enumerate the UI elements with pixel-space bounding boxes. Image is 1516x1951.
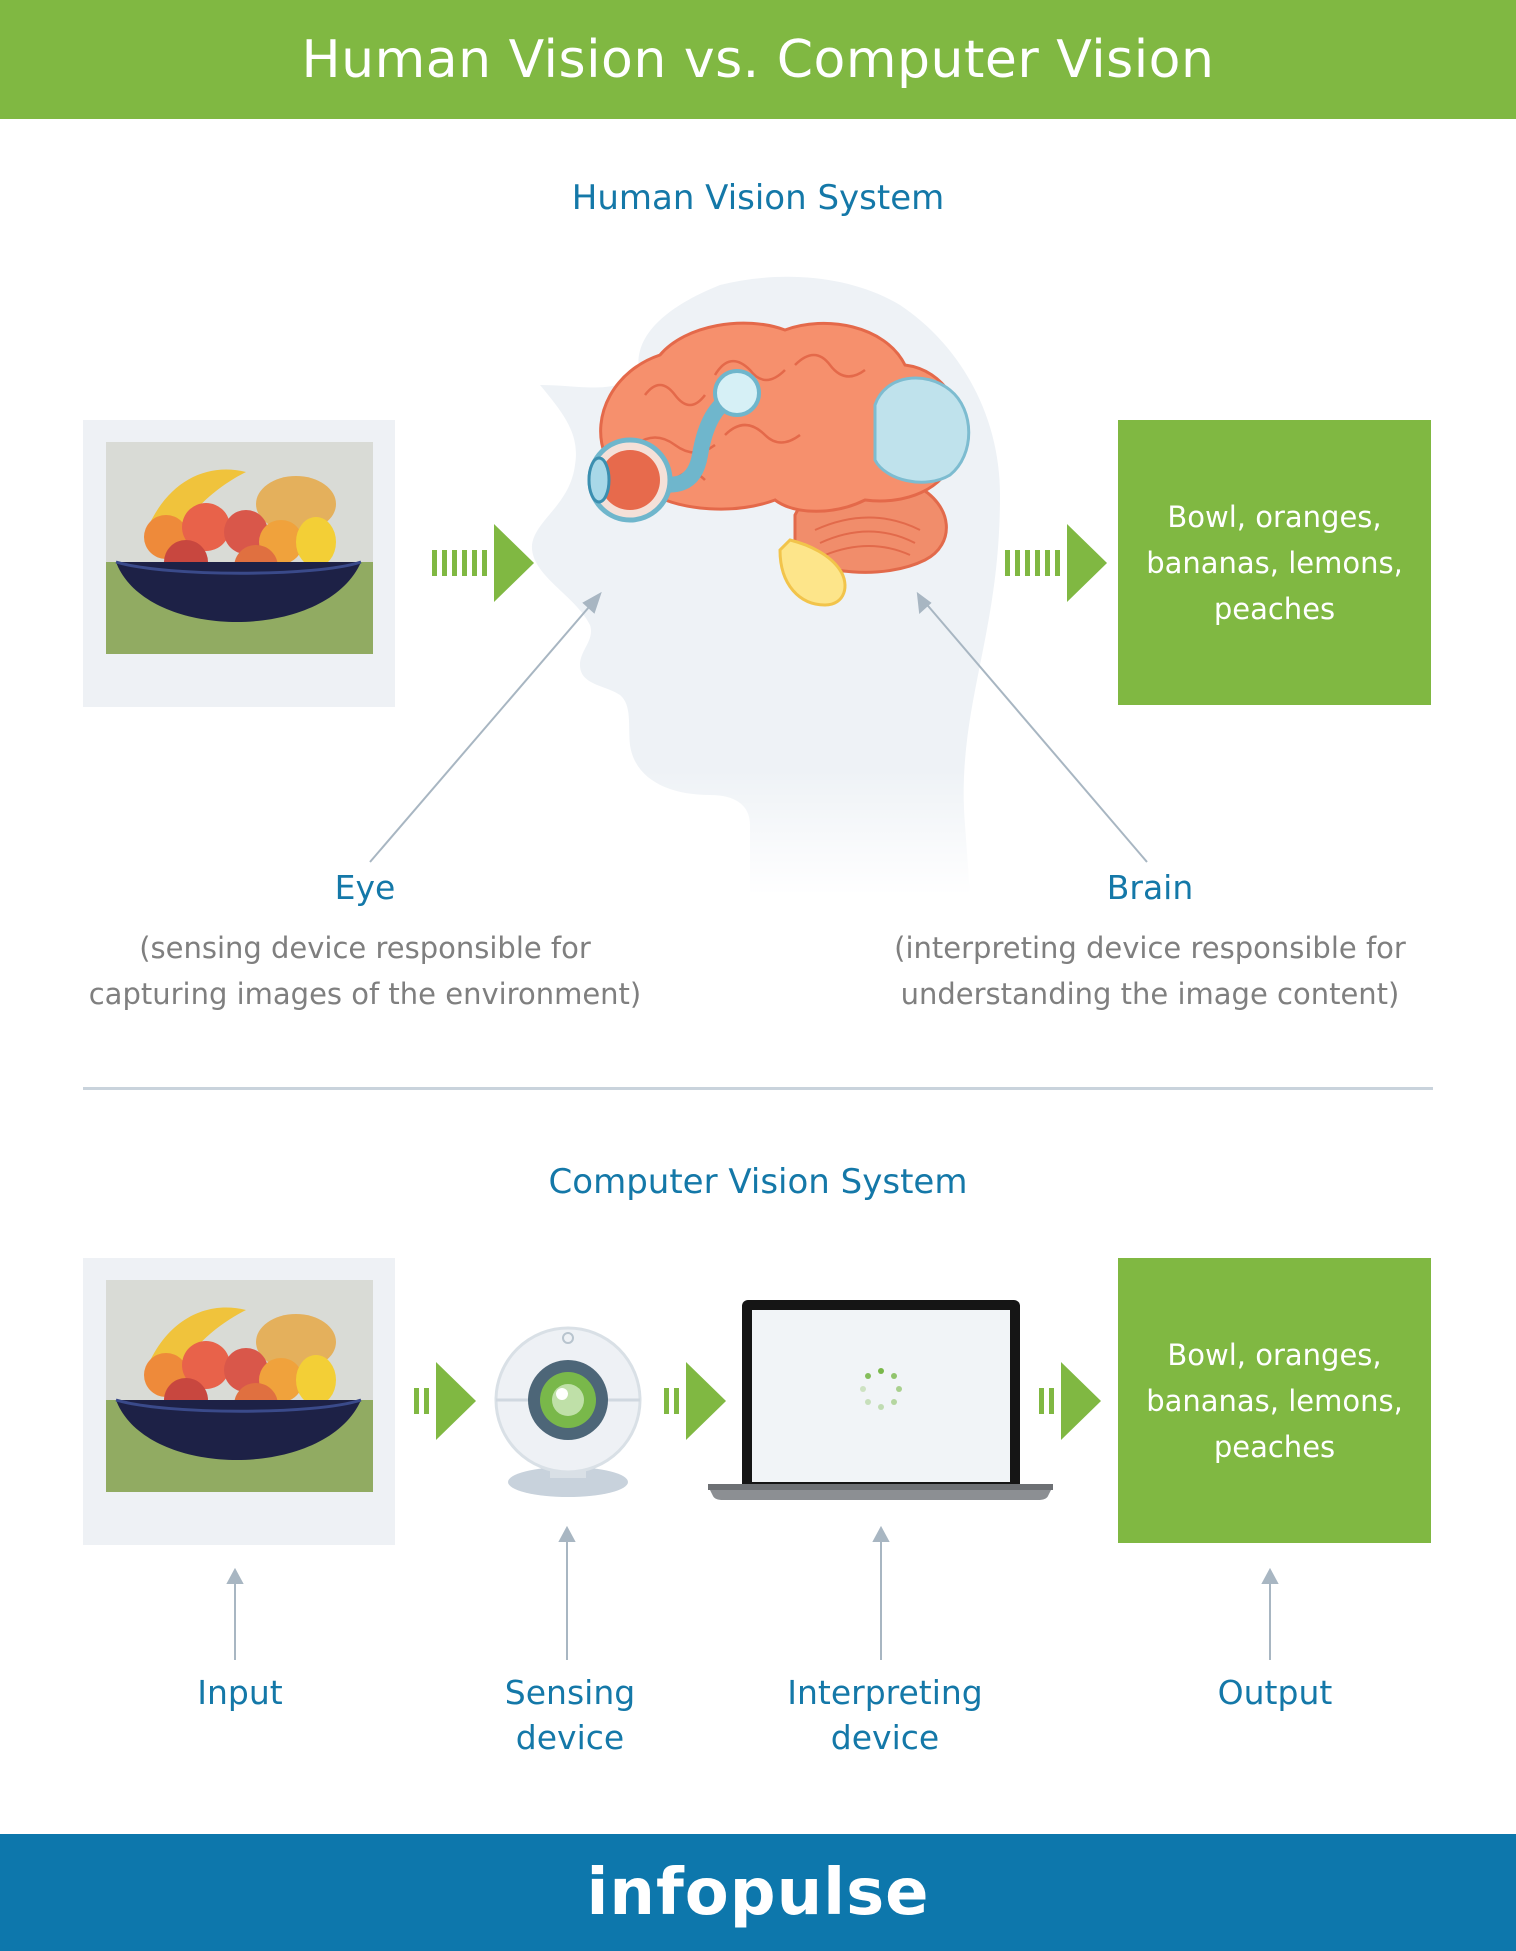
interpreting-device-label: Interpreting device [740, 1670, 1030, 1760]
computer-vision-title: Computer Vision System [548, 1162, 968, 1202]
human-output-box: Bowl, oranges, bananas, lemons, peaches [1118, 420, 1431, 705]
footer-bar: infopulse [0, 1834, 1516, 1951]
page-title: Human Vision vs. Computer Vision [301, 29, 1215, 90]
fruit-bowl-photo [106, 442, 373, 654]
output-text-line: peaches [1213, 591, 1336, 626]
brain-label: Brain [1106, 868, 1194, 907]
sensing-device-label: Sensing device [440, 1670, 700, 1760]
infopulse-logo: infopulse [586, 1855, 930, 1930]
brain-eye-illustration [587, 321, 971, 607]
output-text-line: bananas, lemons, [1146, 1383, 1403, 1418]
eye-label: Eye [334, 868, 396, 907]
sensing-device-label-line: Sensing [504, 1673, 636, 1712]
up-arrow-lines [226, 1525, 1279, 1660]
brain-description: (interpreting device responsible for und… [850, 925, 1450, 1017]
webcam-icon [494, 1326, 642, 1497]
human-input-photo-frame [83, 420, 395, 707]
laptop-icon [708, 1300, 1053, 1500]
brain-description-line: (interpreting device responsible for [894, 931, 1406, 965]
interpreting-device-label-line: device [830, 1718, 940, 1757]
arrow-right-icon [414, 1362, 476, 1440]
pointer-lines [369, 591, 1148, 863]
output-label: Output [1217, 1673, 1333, 1712]
output-text-line: Bowl, oranges, [1167, 1337, 1382, 1372]
interpreting-device-label-line: Interpreting [787, 1673, 983, 1712]
eye-description: (sensing device responsible for capturin… [60, 925, 670, 1017]
arrow-right-icon [432, 524, 534, 602]
brain-description-line: understanding the image content) [900, 977, 1400, 1011]
arrow-right-icon [1039, 1362, 1101, 1440]
header-bar: Human Vision vs. Computer Vision [0, 0, 1516, 119]
human-vision-title: Human Vision System [571, 178, 945, 218]
arrow-right-icon [664, 1362, 726, 1440]
output-text-line: Bowl, oranges, [1167, 499, 1382, 534]
computer-input-photo-frame [83, 1258, 395, 1545]
computer-output-box: Bowl, oranges, bananas, lemons, peaches [1118, 1258, 1431, 1543]
sensing-device-label-line: device [515, 1718, 625, 1757]
output-text-line: peaches [1213, 1429, 1336, 1464]
arrow-right-icon [1005, 524, 1107, 602]
eye-description-line: capturing images of the environment) [88, 977, 642, 1011]
fruit-bowl-photo [106, 1280, 373, 1492]
output-text-line: bananas, lemons, [1146, 545, 1403, 580]
eye-description-line: (sensing device responsible for [139, 931, 591, 965]
section-divider [83, 1087, 1433, 1090]
input-label: Input [197, 1673, 283, 1712]
